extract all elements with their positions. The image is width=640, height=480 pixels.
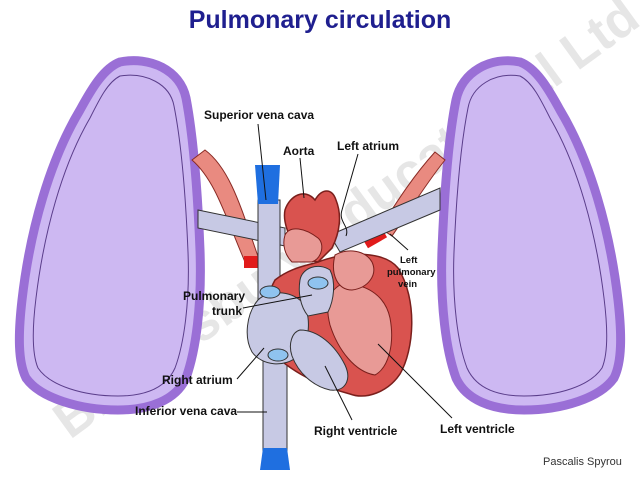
left-lung-inner-outline bbox=[453, 74, 608, 397]
label-right-ventricle: Right ventricle bbox=[314, 424, 398, 438]
label-superior-vena-cava: Superior vena cava bbox=[204, 108, 314, 122]
pulmonary-valve bbox=[307, 276, 329, 290]
label-left-pulmonary-vein-2: pulmonary bbox=[387, 267, 436, 278]
tricuspid-valve bbox=[267, 348, 289, 362]
left-pulmonary-artery bbox=[329, 187, 441, 253]
aortic-arch bbox=[283, 228, 323, 263]
leader-right-atrium bbox=[236, 347, 265, 380]
label-pulmonary-trunk-1: Pulmonary bbox=[183, 289, 245, 303]
left-atrium-chamber bbox=[333, 250, 375, 291]
right-pulmonary-vein-cut-end bbox=[244, 256, 260, 268]
inferior-vena-cava bbox=[262, 351, 288, 453]
leader-aorta bbox=[299, 157, 305, 199]
leader-left-ventricle bbox=[377, 343, 453, 419]
right-lung bbox=[14, 56, 205, 415]
superior-vena-cava-cut-end bbox=[255, 165, 280, 204]
leader-superior-vena-cava bbox=[257, 123, 267, 201]
left-lung bbox=[437, 56, 626, 415]
leader-left-atrium bbox=[340, 153, 359, 237]
diagram-title: Pulmonary circulation bbox=[188, 6, 452, 34]
leader-right-ventricle bbox=[324, 365, 353, 421]
leader-lines bbox=[236, 123, 453, 421]
label-inferior-vena-cava: Inferior vena cava bbox=[135, 404, 237, 418]
leader-pulmonary-trunk bbox=[242, 294, 313, 309]
label-left-atrium: Left atrium bbox=[337, 139, 399, 153]
right-atrium-valve bbox=[259, 285, 281, 299]
author-credit: Pascalis Spyrou bbox=[543, 456, 622, 468]
pulmonary-trunk bbox=[298, 265, 335, 317]
label-aorta: Aorta bbox=[283, 144, 315, 158]
leader-left-pulmonary-vein bbox=[389, 233, 409, 251]
right-lung-inner-outline bbox=[32, 74, 189, 397]
right-ventricle-chamber bbox=[289, 329, 349, 391]
label-left-pulmonary-vein-3: vein bbox=[398, 279, 417, 290]
label-left-ventricle: Left ventricle bbox=[440, 422, 515, 436]
label-pulmonary-trunk-2: trunk bbox=[212, 304, 242, 318]
label-left-pulmonary-vein-1: Left bbox=[400, 255, 418, 266]
inferior-vena-cava-cut-end bbox=[260, 448, 290, 470]
label-right-atrium: Right atrium bbox=[162, 373, 233, 387]
